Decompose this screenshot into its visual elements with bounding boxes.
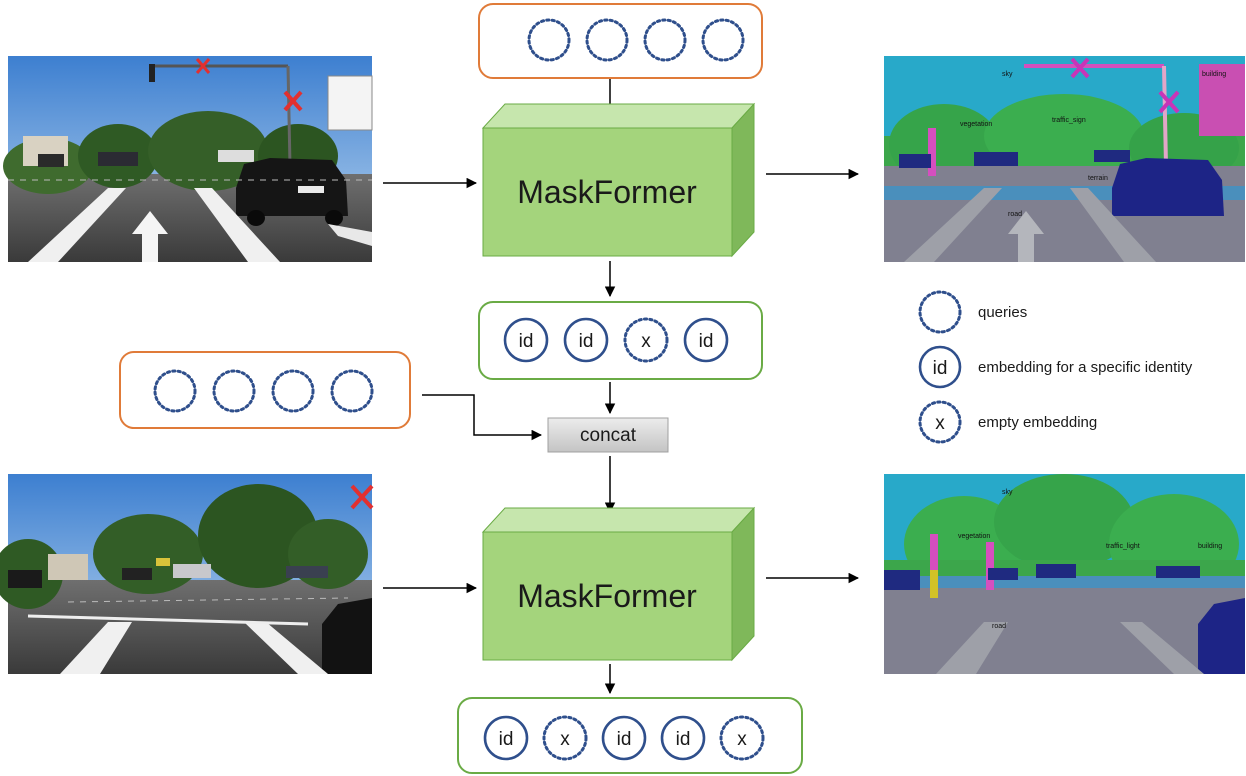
bottom-output-segmentation: sky vegetation traffic_light building ro…: [884, 474, 1245, 674]
top-input-image: [3, 56, 373, 262]
new-query-row: [153, 369, 374, 413]
legend: queries id embedding for a specific identi…: [918, 290, 1193, 444]
seg-label: sky: [1002, 71, 1013, 78]
maskformer-block-top: MaskFormer: [481, 102, 756, 258]
legend-label: queries: [978, 304, 1027, 321]
embedding-symbol: id: [699, 331, 714, 352]
empty-embedding: [623, 317, 669, 363]
seg-label: building: [1202, 71, 1226, 78]
query-circle: [527, 18, 571, 62]
query-circle: [212, 369, 256, 413]
identity-embedding: [563, 317, 609, 363]
legend-symbol-identity: [918, 345, 962, 389]
seg-label: sky: [1002, 489, 1013, 496]
bottom-embedding-row: id x id id x: [483, 715, 765, 761]
seg-label: traffic_light: [1106, 543, 1140, 550]
concat-block: concat: [547, 417, 669, 453]
query-circle: [643, 18, 687, 62]
identity-embedding: [601, 715, 647, 761]
top-output-segmentation: sky vegetation traffic_sign terrain road…: [884, 56, 1245, 262]
query-circle: [330, 369, 374, 413]
embedding-symbol: id: [519, 331, 534, 352]
embedding-symbol: id: [499, 729, 514, 750]
top-query-row: [527, 18, 745, 62]
legend-label: empty embedding: [978, 414, 1097, 431]
seg-label: road: [992, 623, 1006, 630]
query-circle: [585, 18, 629, 62]
embedding-symbol: x: [641, 331, 651, 352]
seg-label: road: [1008, 211, 1022, 218]
query-circle: [271, 369, 315, 413]
embedding-symbol: id: [676, 729, 691, 750]
legend-label: embedding for a specific identity: [978, 359, 1193, 376]
empty-embedding: [719, 715, 765, 761]
embedding-symbol: id: [617, 729, 632, 750]
embedding-symbol: x: [737, 729, 747, 750]
concat-label: concat: [580, 425, 637, 446]
empty-embedding: [542, 715, 588, 761]
query-circle: [701, 18, 745, 62]
embedding-symbol: id: [579, 331, 594, 352]
maskformer-block-bottom: MaskFormer: [481, 506, 756, 662]
seg-label: vegetation: [958, 533, 990, 540]
identity-embedding: [483, 715, 529, 761]
top-embedding-row: id id x id: [503, 317, 729, 363]
seg-label: terrain: [1088, 175, 1108, 182]
embedding-symbol: id: [933, 358, 948, 379]
seg-label: building: [1198, 543, 1222, 550]
legend-symbol-query: [918, 290, 962, 334]
identity-embedding: [503, 317, 549, 363]
new-query-box: [119, 351, 411, 429]
maskformer-label: MaskFormer: [517, 578, 697, 614]
legend-symbol-empty: [918, 400, 962, 444]
top-embedding-box: [478, 301, 763, 380]
maskformer-label: MaskFormer: [517, 174, 697, 210]
embedding-symbol: x: [935, 413, 945, 434]
identity-embedding: [683, 317, 729, 363]
identity-embedding: [660, 715, 706, 761]
query-circle: [153, 369, 197, 413]
embedding-symbol: x: [560, 729, 570, 750]
bottom-input-image: [0, 474, 374, 674]
seg-label: traffic_sign: [1052, 117, 1086, 124]
seg-label: vegetation: [960, 121, 992, 128]
